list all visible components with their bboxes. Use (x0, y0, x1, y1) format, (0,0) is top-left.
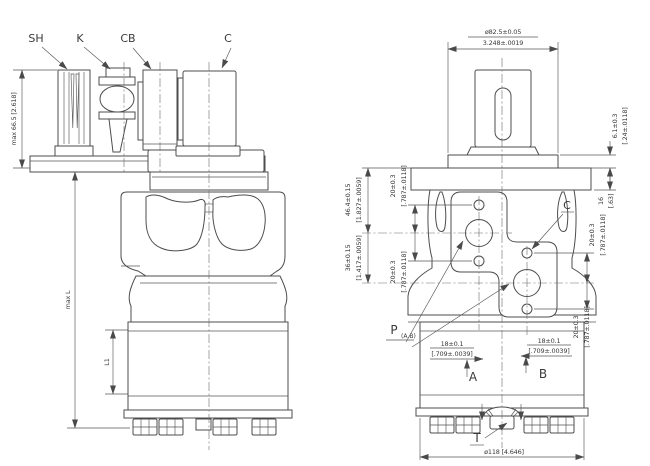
label-drain-t: T (472, 431, 481, 445)
label-shaft-k: K (76, 32, 84, 45)
label-c-hole: C (563, 199, 571, 212)
dim-l1: L1 (103, 358, 111, 365)
dim-port-b-offset-mm: 18±0.1 (538, 337, 561, 345)
left-view-centerlines (123, 62, 210, 450)
shaft-option-cb (137, 69, 178, 151)
dim-bolt-offset-a-bottom-in: [.787±.0118] (400, 251, 408, 292)
dim-port-spacing-mm: 36±0.15 (344, 245, 352, 272)
dim-port-spacing-in: [1.417±.0059] (355, 235, 363, 280)
dim-ring-height-mm: 6.1±0.3 (611, 114, 619, 139)
dim-bolt-offset-b-top-mm: 20±0.3 (588, 224, 596, 247)
left-view: max 66.5 [2.618] max L L1 SH K CB C (10, 32, 293, 450)
shaft-base-flare (466, 146, 540, 156)
dim-port-a-offset-mm: 18±0.1 (441, 340, 464, 348)
dim-port-a-depth-in: [1.827±.0059] (355, 177, 363, 222)
shaft-option-sh (54, 69, 94, 157)
dim-bolt-offset-b-bottom-mm: 20±0.3 (572, 316, 580, 339)
gear-housing-side (127, 321, 289, 411)
dim-bolt-offset-a-bottom-mm: 20±0.3 (389, 261, 397, 284)
right-view-centerlines (362, 58, 594, 448)
label-pressure-ports-subscript: (A,B) (401, 333, 416, 340)
dim-port-b-offset-in: [.709±.0039] (528, 347, 569, 355)
shaft-option-k (98, 67, 136, 153)
label-shaft-cb: CB (120, 32, 135, 45)
label-port-a: A (469, 370, 478, 384)
dim-bolt-offset-b-top-in: [.787±.0118] (599, 214, 607, 255)
drain-tab-side (195, 418, 212, 431)
bolt (251, 418, 277, 436)
dim-port-a-depth-mm: 46.4±0.15 (344, 184, 352, 217)
motor-housing-side (120, 191, 286, 277)
bolt (212, 418, 238, 436)
dim-pilot-diameter-in: 3.248±.0019 (483, 39, 524, 47)
end-cover-side (123, 409, 293, 419)
dim-bolt-offset-a-top-in: [.787±.0118] (400, 165, 408, 206)
dim-port-a-offset-in: [.709±.0039] (431, 350, 472, 358)
bolt (132, 418, 158, 436)
output-shaft (474, 69, 532, 148)
dim-ring-height-in: [.24±.0118] (621, 107, 629, 144)
keyway-slot (494, 87, 512, 141)
bolt (549, 416, 575, 434)
pilot-ring (447, 154, 559, 169)
mounting-flange-front (410, 167, 592, 191)
flange-slot-left (435, 191, 447, 232)
dim-body-diameter: ø118 [4.646] (484, 448, 524, 456)
left-view-dimensions: max 66.5 [2.618] max L L1 SH K CB C (10, 32, 232, 429)
dim-flange-thickness-in: [.63] (607, 194, 615, 208)
bolt (429, 416, 455, 434)
bolt (158, 418, 184, 436)
dim-bolt-offset-b-bottom-in: [.787±.0118] (583, 306, 591, 347)
casting-lobe-right (212, 194, 266, 251)
left-view-geometry (29, 67, 293, 436)
right-view: ø82.5±0.05 3.248±.0019 6.1±0.3 [.24±.011… (344, 28, 629, 460)
label-pressure-ports: P (390, 323, 397, 337)
bolt (523, 416, 549, 434)
dim-max-shaft-height: max 66.5 [2.618] (10, 92, 18, 145)
dim-max-length: max L (64, 290, 72, 309)
label-port-b: B (539, 367, 547, 381)
label-shaft-sh: SH (28, 32, 43, 45)
flange-slot-right (557, 191, 569, 232)
dim-pilot-diameter-mm: ø82.5±0.05 (485, 28, 521, 36)
label-shaft-c: C (224, 32, 232, 45)
right-view-dimensions: ø82.5±0.05 3.248±.0019 6.1±0.3 [.24±.011… (344, 28, 629, 460)
dim-bolt-offset-a-top-mm: 20±0.3 (389, 175, 397, 198)
dim-flange-thickness-mm: 16 (597, 197, 605, 205)
shaft-option-c (175, 70, 241, 157)
